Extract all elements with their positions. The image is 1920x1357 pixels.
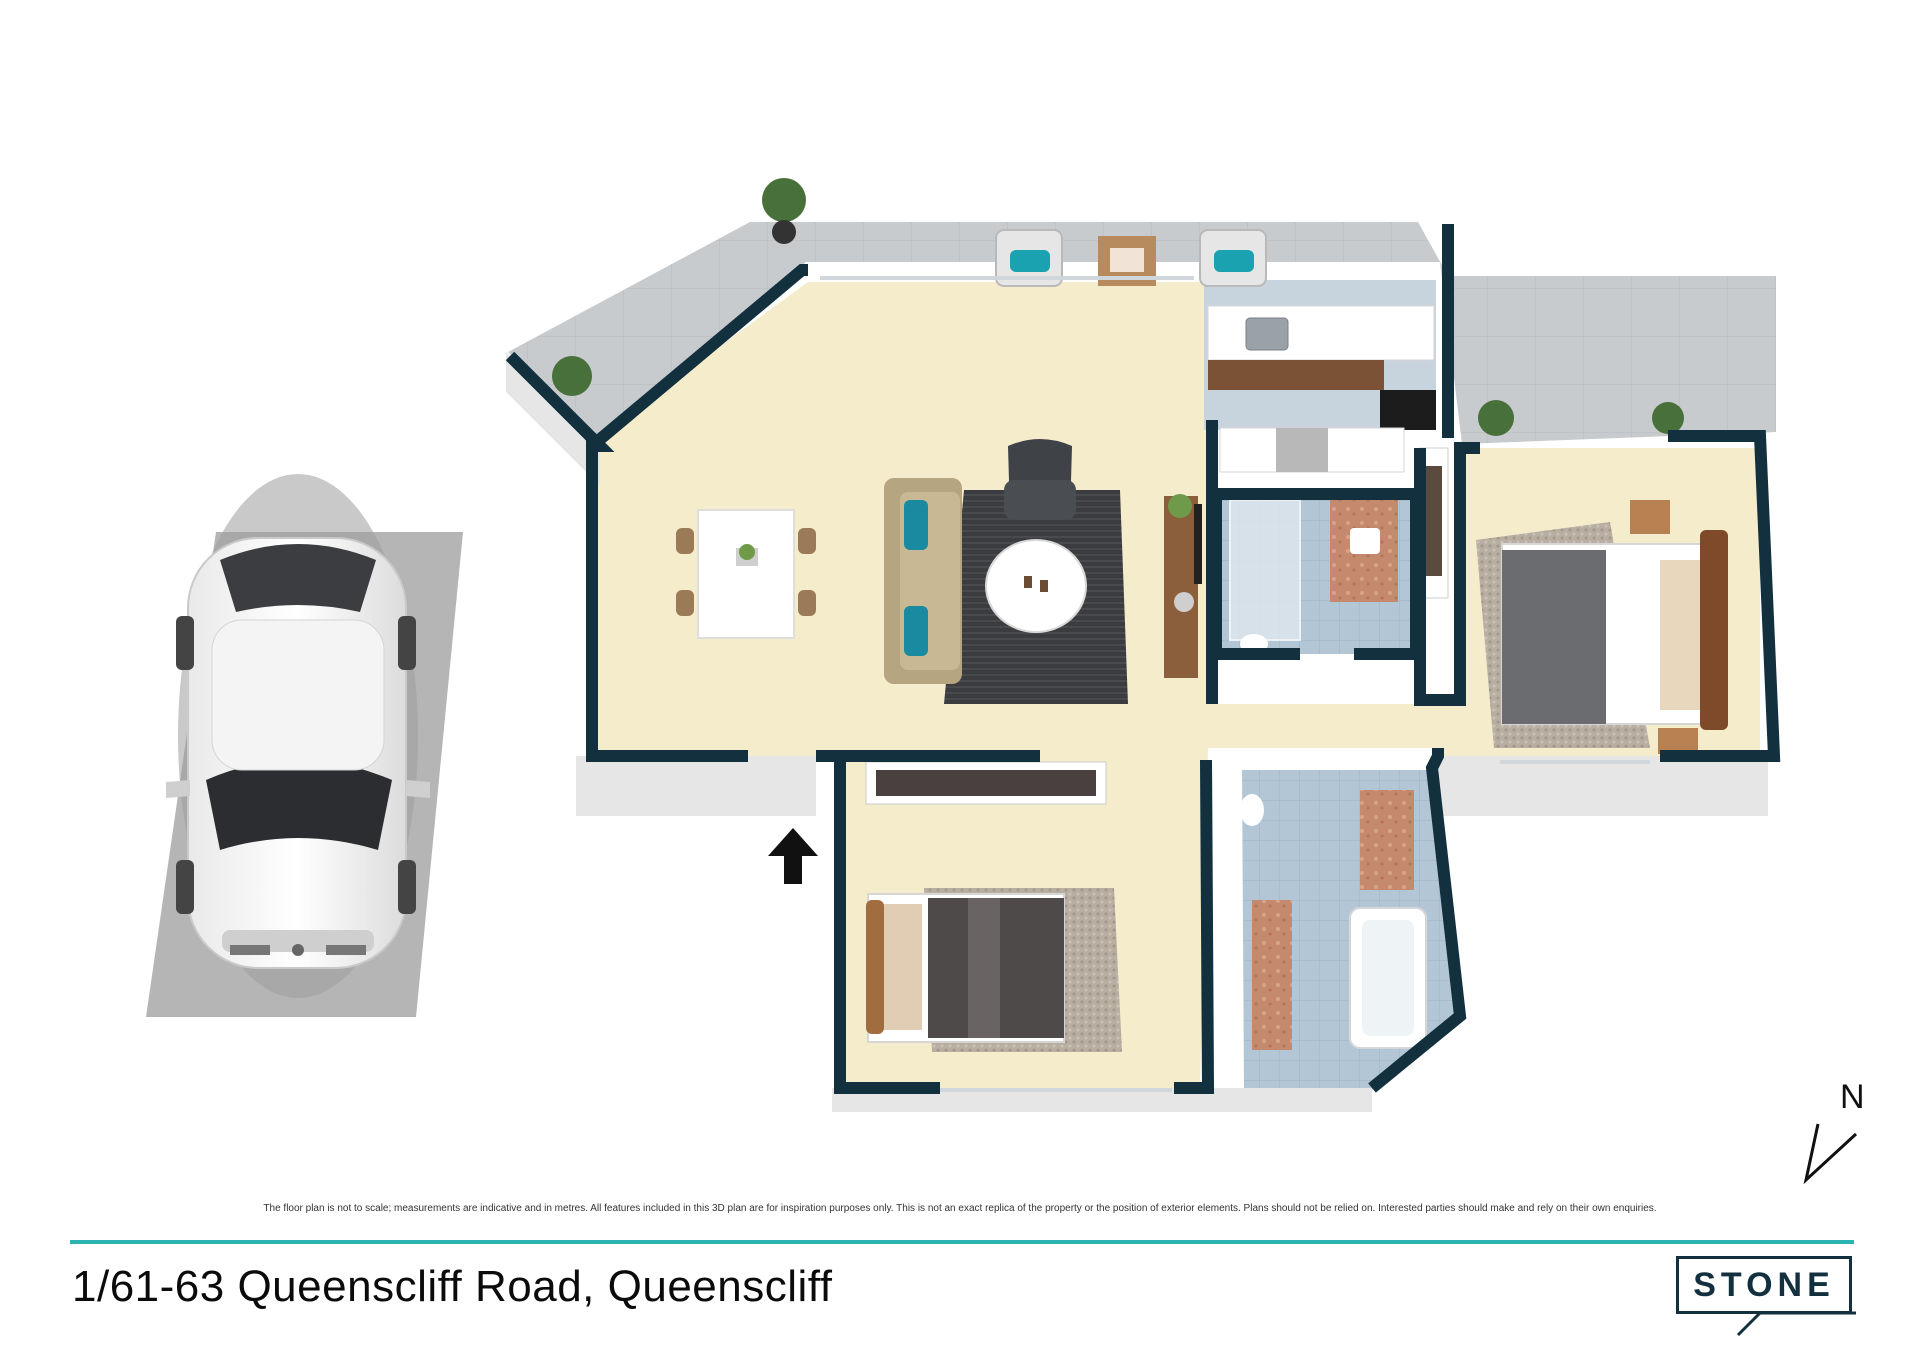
wardrobe-bedroom-two: [865, 761, 1107, 805]
property-address: 1/61-63 Queenscliff Road, Queenscliff: [72, 1262, 833, 1311]
bathroom: [1240, 770, 1460, 1090]
north-label: N: [1840, 1078, 1865, 1116]
coffee-table: [985, 539, 1087, 633]
divider-line: [70, 1240, 1854, 1244]
sofa: [884, 478, 962, 684]
kitchen: [1204, 280, 1436, 473]
stone-logo: STONE: [1676, 1256, 1860, 1337]
walls: [505, 224, 1781, 1094]
dining-table: [697, 509, 795, 639]
logo-tail-icon: [1736, 1311, 1856, 1337]
potted-plants: [552, 178, 1684, 436]
car-icon: [166, 537, 430, 969]
armchair: [1004, 439, 1076, 520]
tv-unit: [1164, 494, 1202, 678]
compass: N: [1796, 1078, 1866, 1190]
dining-chairs: [676, 528, 816, 616]
north-arrow-icon: [1803, 1123, 1858, 1185]
entry-arrow-icon: [768, 828, 818, 884]
disclaimer-text: The floor plan is not to scale; measurem…: [263, 1203, 1657, 1214]
windows: [820, 276, 1650, 1092]
ensuite: [1222, 494, 1416, 654]
balcony: [508, 222, 1776, 446]
bedroom-two-bed: [866, 893, 1065, 1043]
logo-wordmark: STONE: [1676, 1256, 1852, 1314]
balcony-chairs: [995, 229, 1267, 287]
main-bedroom-bed: [1501, 500, 1728, 754]
